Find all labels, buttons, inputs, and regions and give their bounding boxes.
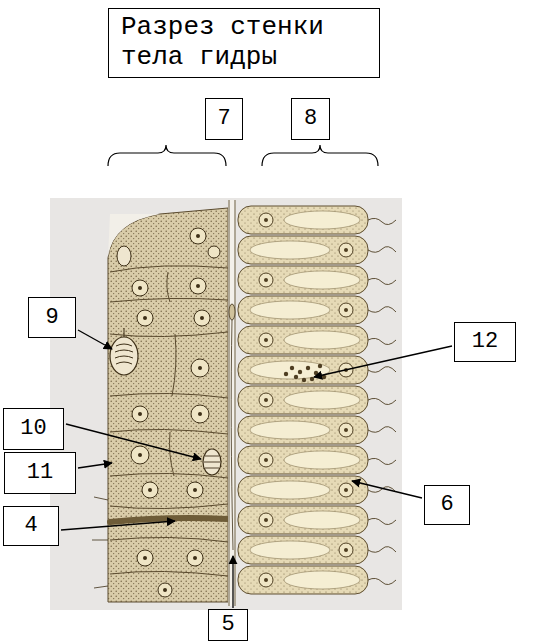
- mesoglea: [228, 200, 236, 606]
- ectoderm-layer: [108, 208, 228, 602]
- callout-box: 8: [291, 98, 330, 140]
- callout-number: 5: [221, 614, 234, 636]
- callout-box: 11: [4, 452, 76, 494]
- callout-number: 8: [304, 108, 317, 130]
- bracket: [108, 145, 226, 166]
- small-nematocyst: [117, 246, 131, 266]
- gland-granules: [284, 364, 326, 382]
- leader-line: [66, 424, 201, 459]
- leader-line: [314, 346, 452, 377]
- nuclei: [131, 228, 220, 597]
- callout-number: 9: [45, 307, 58, 329]
- callout-number: 11: [27, 462, 53, 484]
- cnidoblast: [203, 449, 221, 475]
- nucleoli: [138, 234, 204, 592]
- outer-space: [108, 214, 160, 258]
- sensory-hairs: [92, 497, 108, 588]
- callout-box: 7: [205, 98, 243, 140]
- leader-line: [232, 556, 233, 608]
- callout-number: 4: [24, 515, 37, 537]
- callout-number: 12: [472, 331, 498, 353]
- leader-line: [61, 521, 175, 530]
- callout-box: 12: [454, 322, 516, 362]
- callout-box: 10: [3, 408, 64, 450]
- callout-box: 6: [424, 485, 470, 525]
- callout-number: 6: [440, 494, 453, 516]
- bracket: [262, 145, 378, 166]
- leader-lines: [61, 330, 452, 608]
- callout-box: 9: [28, 297, 76, 338]
- leader-line: [78, 330, 112, 349]
- callout-number: 7: [217, 108, 230, 130]
- cell-borders: [110, 266, 228, 576]
- title: Разрез стенки тела гидры: [121, 13, 371, 73]
- plate-ground: [50, 198, 402, 610]
- endoderm: [238, 206, 396, 594]
- ectoderm: [92, 208, 228, 602]
- nematocyst: [110, 328, 138, 375]
- leader-line: [352, 481, 422, 498]
- callout-box: 5: [208, 609, 248, 641]
- callout-number: 10: [20, 418, 46, 440]
- brackets: [108, 145, 378, 166]
- callout-box: 4: [3, 506, 59, 546]
- title-box: Разрез стенки тела гидры: [108, 8, 380, 78]
- leader-line: [78, 463, 112, 468]
